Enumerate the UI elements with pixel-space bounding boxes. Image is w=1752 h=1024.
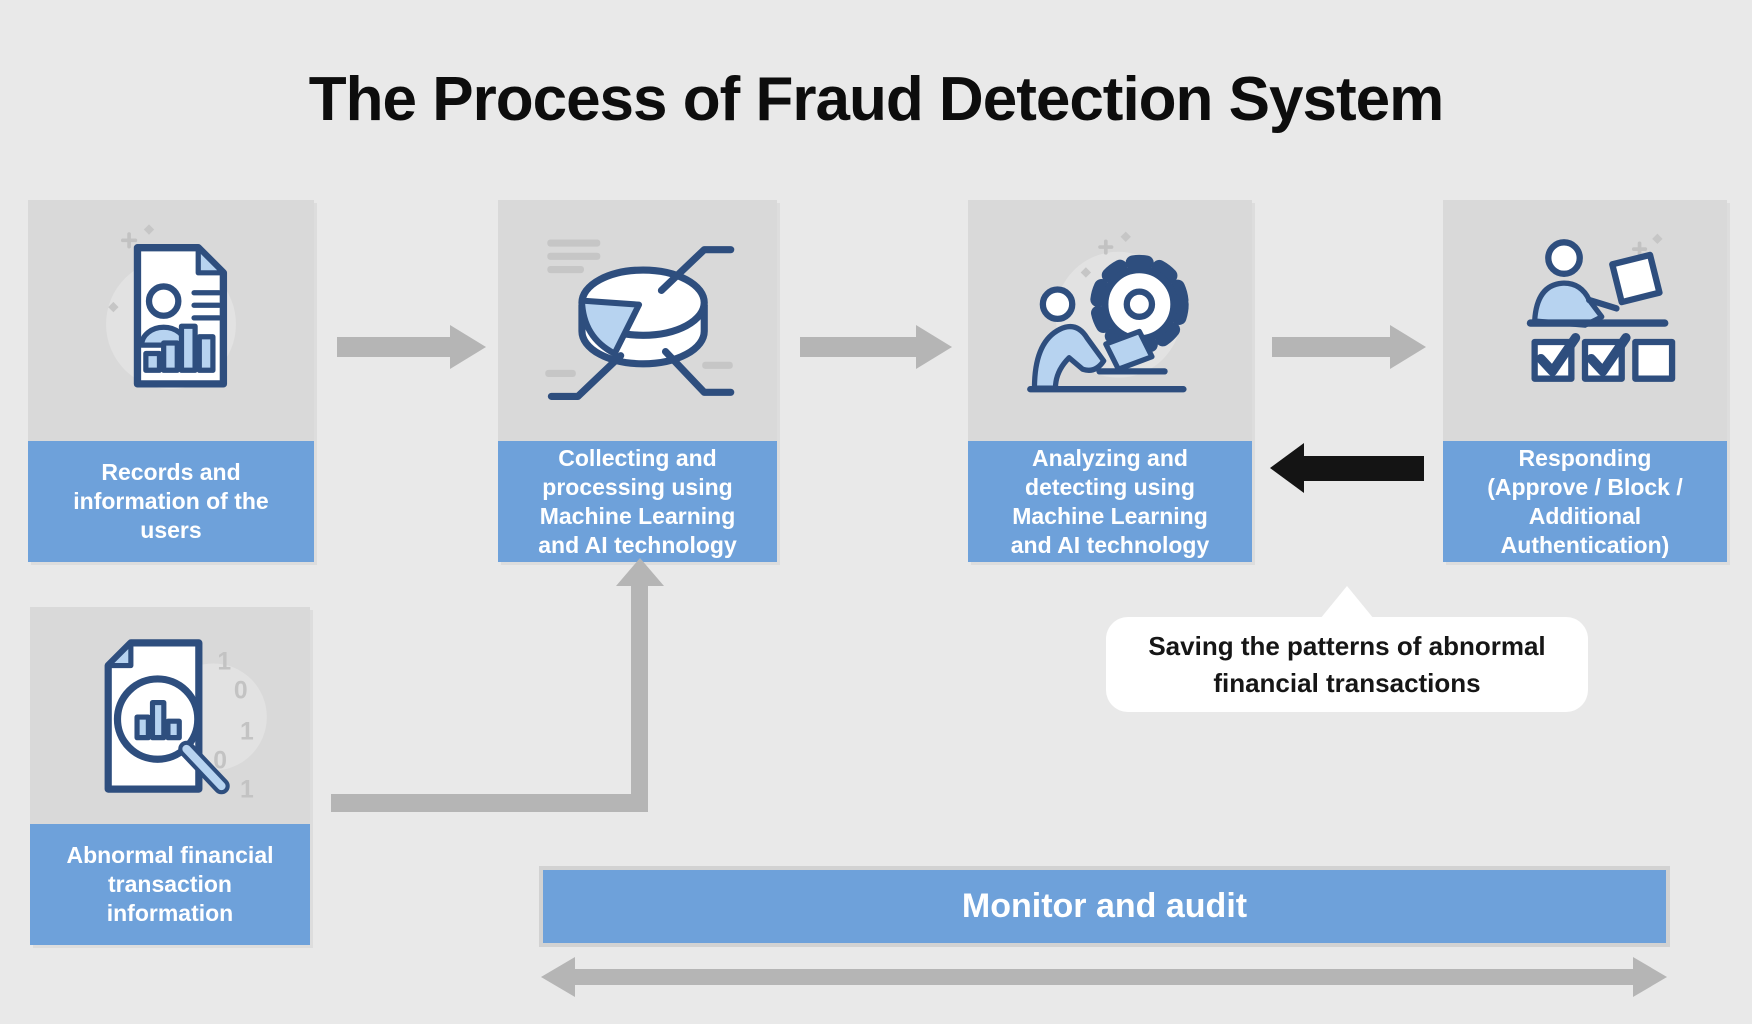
records-icon-area [28, 200, 314, 441]
data-pie-network-icon [544, 238, 734, 400]
process-box-responding: Responding (Approve / Block / Additional… [1443, 200, 1727, 562]
svg-text:0: 0 [234, 677, 248, 704]
responding-icon-area [1443, 200, 1727, 441]
analyzing-label-text: Analyzing and detecting using Machine Le… [1010, 444, 1210, 558]
svg-text:1: 1 [240, 718, 254, 745]
process-box-abnormal: 1 0 1 0 1 Abnormal financial transaction… [30, 607, 310, 945]
abnormal-icon-area: 1 0 1 0 1 [30, 607, 310, 824]
l-arrow-vertical [631, 584, 648, 812]
callout-text: Saving the patterns of abnormal financia… [1148, 630, 1546, 698]
callout-pointer [1320, 586, 1374, 619]
collecting-icon-area [498, 200, 777, 441]
records-label-text: Records and information of the users [73, 459, 269, 543]
responding-label: Responding (Approve / Block / Additional… [1443, 441, 1727, 562]
abnormal-label-text: Abnormal financial transaction informati… [66, 842, 274, 926]
process-box-analyzing: Analyzing and detecting using Machine Le… [968, 200, 1252, 562]
page-title: The Process of Fraud Detection System [308, 65, 1444, 134]
process-box-records: Records and information of the users [28, 200, 314, 562]
reviewer-checklist-icon [1526, 233, 1676, 382]
document-user-chart-icon [106, 223, 236, 389]
monitor-audit-bar: Monitor and audit [539, 866, 1670, 947]
collecting-label: Collecting and processing using Machine … [498, 441, 777, 562]
svg-text:1: 1 [217, 648, 231, 675]
l-arrow-head [616, 558, 664, 586]
l-arrow-horizontal [331, 794, 648, 812]
responding-label-text: Responding (Approve / Block / Additional… [1487, 444, 1683, 558]
records-label: Records and information of the users [28, 441, 314, 562]
analyzing-icon-area [968, 200, 1252, 441]
collecting-label-text: Collecting and processing using Machine … [538, 444, 737, 558]
abnormal-label: Abnormal financial transaction informati… [30, 824, 310, 945]
monitor-audit-label: Monitor and audit [961, 887, 1248, 925]
document-magnifier-chart-icon: 1 0 1 0 1 [104, 638, 267, 803]
process-box-collecting: Collecting and processing using Machine … [498, 200, 777, 562]
analyst-gear-laptop-icon [1027, 231, 1189, 392]
svg-text:1: 1 [240, 776, 254, 803]
analyzing-label: Analyzing and detecting using Machine Le… [968, 441, 1252, 562]
svg-text:0: 0 [213, 747, 227, 774]
callout-bubble: Saving the patterns of abnormal financia… [1106, 617, 1588, 712]
